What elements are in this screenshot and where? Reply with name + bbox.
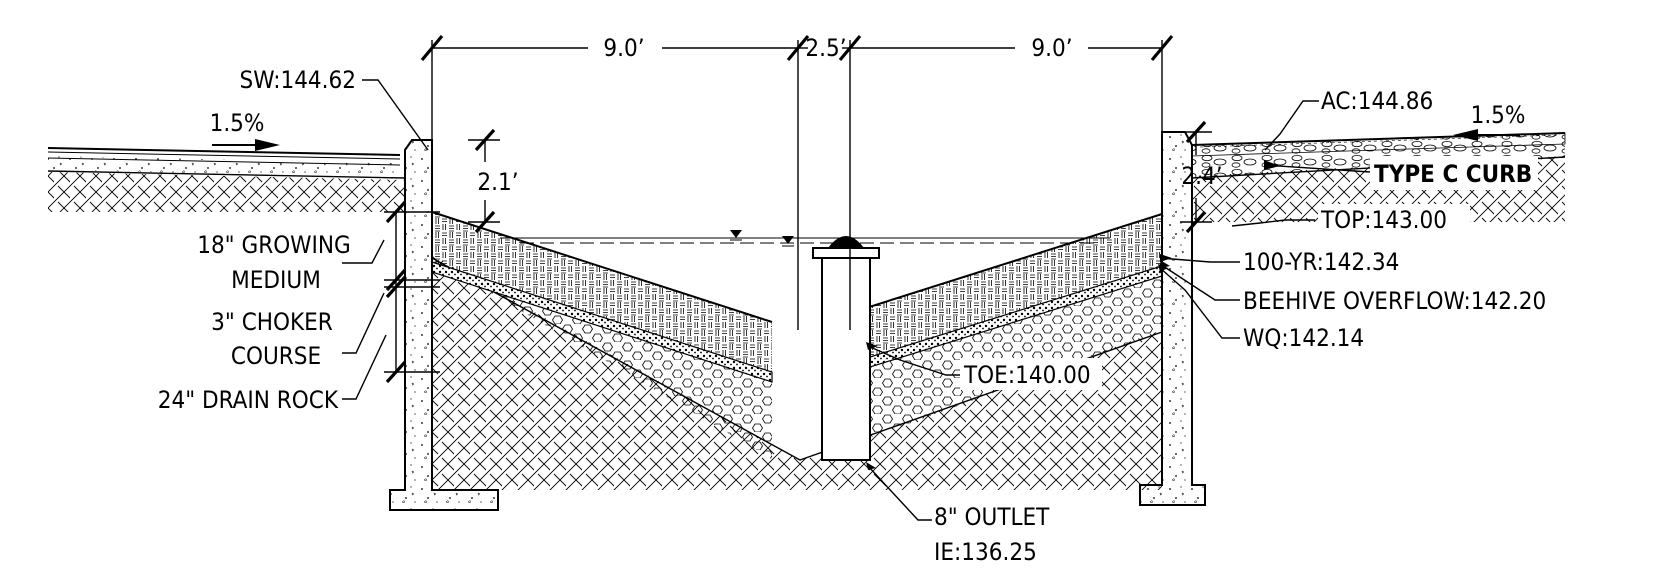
top-elevation: TOP:143.00 (1320, 206, 1447, 234)
hundred-yr-elevation: 100-YR:142.34 (1243, 248, 1399, 276)
dimension-lines (384, 34, 1212, 384)
left-slope-arrow (212, 139, 280, 151)
curb-type-label: TYPE C CURB (1374, 160, 1532, 188)
choker-course-label-line1: 3" CHOKER (211, 308, 333, 336)
right-slope-label: 1.5% (1471, 101, 1526, 129)
labels: 9.0’ 2.5’ 9.0’ 2.1’ 2.4’ 1.5% 1.5% SW:14… (158, 34, 1547, 566)
right-depth-dim: 2.4’ (1181, 162, 1222, 190)
water-levels (500, 230, 1110, 247)
right-width-dim: 9.0’ (1031, 34, 1072, 62)
water-surface-marker-icon (730, 230, 742, 238)
beehive-grate-icon (828, 236, 864, 248)
outlet-label: 8" OUTLET (934, 503, 1050, 531)
growing-medium-label-line1: 18" GROWING (197, 231, 351, 259)
water-surface-marker-icon (782, 236, 794, 244)
left-slope-label: 1.5% (210, 109, 265, 137)
center-width-dim: 2.5’ (805, 34, 846, 62)
left-width-dim: 9.0’ (603, 34, 644, 62)
left-wall (389, 139, 499, 511)
right-slope-arrow (1453, 129, 1520, 141)
growing-medium-label-line2: MEDIUM (231, 266, 321, 294)
left-depth-dim: 2.1’ (477, 168, 518, 196)
left-pavement (47, 147, 406, 179)
beehive-overflow-elevation: BEEHIVE OVERFLOW:142.20 (1243, 287, 1546, 315)
wq-elevation: WQ:142.14 (1243, 324, 1364, 352)
arrow-left-icon (1453, 129, 1478, 141)
toe-elevation: TOE:140.00 (963, 361, 1091, 389)
drain-rock-label: 24" DRAIN ROCK (158, 386, 339, 414)
overflow-riser (812, 236, 880, 461)
leader-lines (342, 79, 1371, 521)
sw-elevation: SW:144.62 (240, 66, 356, 94)
arrow-right-icon (255, 139, 280, 151)
choker-course-label-line2: COURSE (231, 342, 321, 370)
growing-medium-layer (431, 211, 1163, 372)
ac-elevation: AC:144.86 (1321, 87, 1433, 115)
ie-elevation: IE:136.25 (934, 538, 1037, 566)
